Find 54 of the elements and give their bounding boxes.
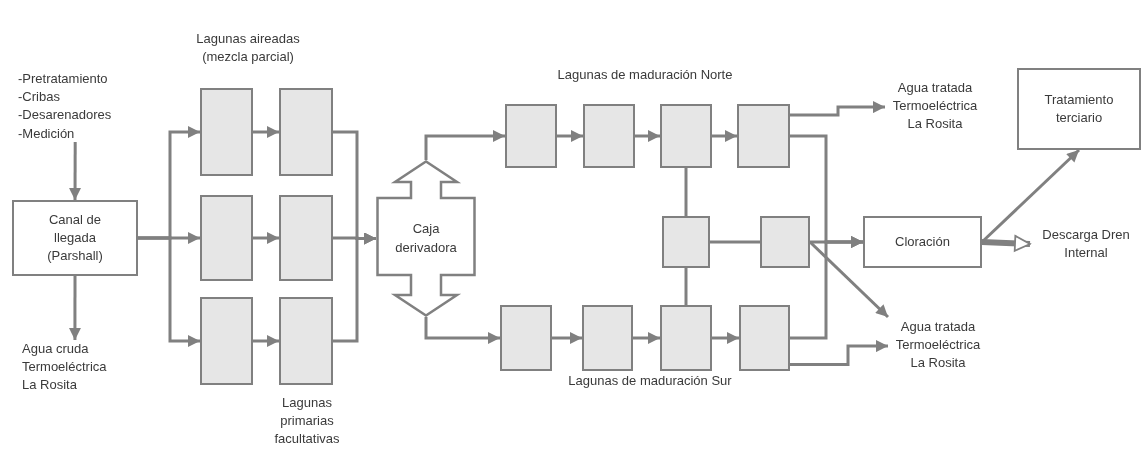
- flow-arrow: [253, 232, 279, 244]
- flow-arrow: [253, 126, 279, 138]
- connector-line: [710, 240, 760, 244]
- pond-box: [760, 216, 810, 268]
- flow-arrow: [253, 335, 279, 347]
- flow-arrow: [790, 340, 888, 366]
- outlet-label: Agua tratada Termoeléctrica La Rosita: [885, 78, 985, 134]
- pond-box: [500, 305, 552, 371]
- list-item: -Pretratamiento: [18, 70, 108, 88]
- pond-box: [279, 88, 333, 176]
- pond-box: [660, 104, 712, 168]
- list-item: -Medición: [18, 124, 75, 143]
- flow-arrow: [138, 236, 200, 347]
- outlet-label: Agua tratada Termoeléctrica La Rosita: [888, 317, 988, 373]
- pond-box: [200, 195, 253, 281]
- splitter-label: Caja derivadora: [394, 220, 458, 257]
- pond-box: [582, 305, 633, 371]
- pond-box: [200, 297, 253, 385]
- list-item: -Cribas: [18, 88, 60, 107]
- flow-arrow: [635, 130, 660, 142]
- list-item: -Desarenadores: [18, 106, 112, 125]
- flow-arrow: [557, 130, 583, 142]
- flow-arrow: [712, 332, 739, 344]
- group-label: Lagunas aireadas (mezcla parcial): [195, 30, 301, 67]
- pond-box: [279, 297, 333, 385]
- process-box: Canal de llegada (Parshall): [12, 200, 138, 276]
- pond-box: [662, 216, 710, 268]
- connector-line: [684, 168, 688, 216]
- pond-box: [200, 88, 253, 176]
- outlet-label: Descarga Dren Internal: [1030, 216, 1142, 272]
- flow-arrow: [790, 101, 885, 117]
- group-label: Lagunas primarias facultativas: [273, 394, 341, 449]
- flow-arrow: [69, 142, 82, 200]
- pond-box: [505, 104, 557, 168]
- process-box: Cloración: [863, 216, 982, 268]
- flow-arrow: [552, 332, 582, 344]
- pond-box: [739, 305, 790, 371]
- connector-line: [684, 268, 688, 305]
- pond-box: [583, 104, 635, 168]
- pond-box: [660, 305, 712, 371]
- flow-arrow: [333, 232, 376, 343]
- flow-arrow: [981, 235, 1031, 252]
- flow-arrow: [68, 276, 81, 340]
- flow-arrow: [424, 130, 505, 160]
- pond-box: [279, 195, 333, 281]
- group-label: Lagunas de maduración Norte: [556, 66, 734, 84]
- flow-arrow: [424, 317, 500, 344]
- flow-arrow: [790, 236, 863, 340]
- flow-arrow: [712, 130, 737, 142]
- process-box: Tratamiento terciario: [1017, 68, 1141, 150]
- outlet-label: Agua cruda Termoeléctrica La Rosita: [22, 340, 120, 396]
- group-label: Lagunas de maduración Sur: [567, 372, 733, 390]
- pond-box: [737, 104, 790, 168]
- flow-arrow: [633, 332, 660, 344]
